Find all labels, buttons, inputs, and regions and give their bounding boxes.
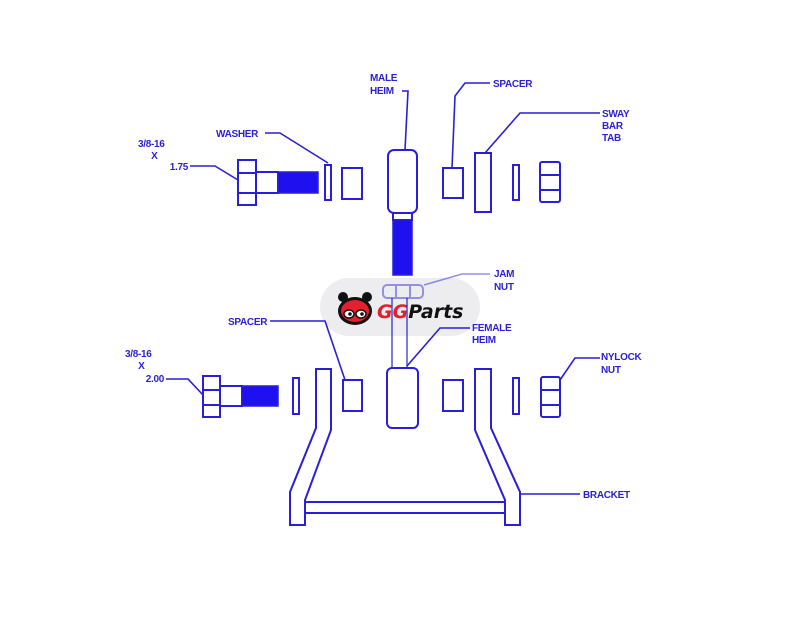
label-nylock-nut: NYLOCK NUT — [601, 352, 644, 376]
mascot-icon — [338, 292, 372, 325]
jam-nut — [382, 284, 424, 299]
label-bolt-bottom: 3/8-16 X 2.00 — [125, 349, 165, 385]
label-male-heim: MALE HEIM — [370, 73, 400, 97]
washer-bottom-right — [512, 377, 520, 415]
washer-top — [324, 164, 332, 201]
label-spacer-bottom: SPACER — [228, 317, 268, 328]
label-washer: WASHER — [216, 129, 259, 140]
label-spacer-top: SPACER — [493, 79, 533, 90]
spacer-top-right — [442, 167, 464, 199]
bolt-top — [237, 159, 319, 206]
label-bracket: BRACKET — [583, 490, 630, 501]
bolt-bottom — [202, 375, 279, 418]
label-jam-nut: JAM NUT — [494, 269, 517, 293]
washer-bottom — [292, 377, 300, 415]
label-female-heim: FEMALE HEIM — [472, 323, 514, 346]
label-sway-bar-tab: SWAY BAR TAB — [602, 109, 632, 144]
nut-top — [539, 161, 561, 203]
female-heim — [386, 298, 419, 429]
washer-top-right — [512, 164, 520, 201]
spacer-top-left — [341, 167, 363, 200]
bracket — [289, 368, 521, 526]
spacer-bottom-right — [442, 379, 464, 412]
male-heim — [387, 149, 418, 276]
nylock-nut — [540, 376, 561, 418]
svg-text:GGParts: GGParts — [377, 301, 464, 323]
spacer-bottom-left — [342, 379, 363, 412]
label-bolt-top: 3/8-16 X 1.75 — [138, 139, 189, 173]
sway-bar-tab — [474, 152, 492, 213]
